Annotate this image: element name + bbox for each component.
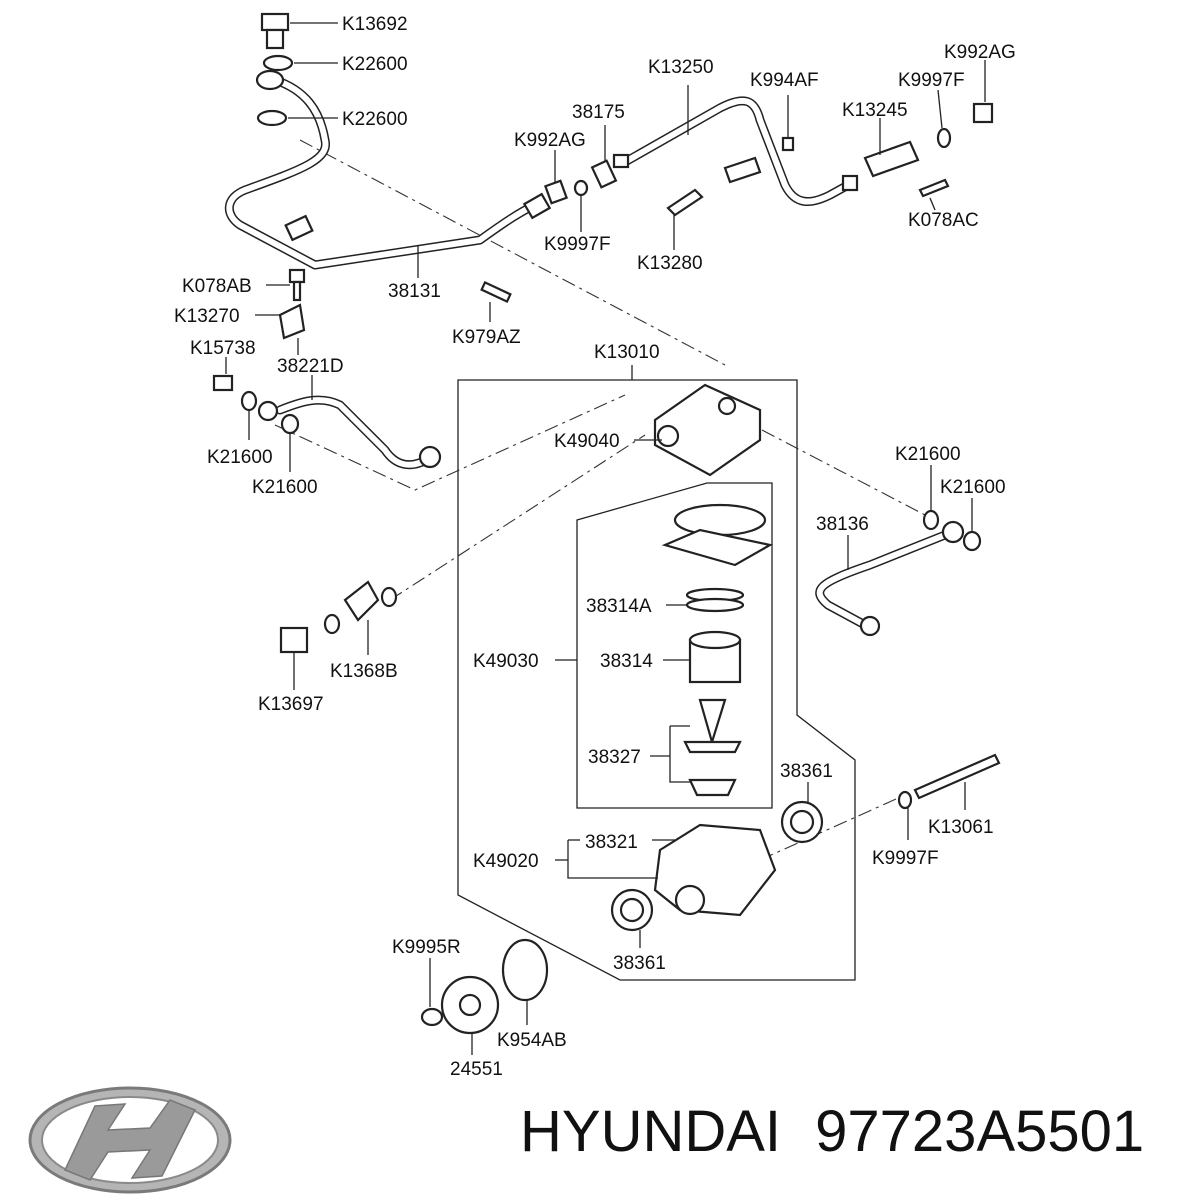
label-k13697: K13697 xyxy=(258,694,324,715)
label-38361-b: 38361 xyxy=(613,953,666,974)
label-k1368b: K1368B xyxy=(330,661,398,682)
label-k9997f-top: K9997F xyxy=(898,70,965,91)
label-38361-r: 38361 xyxy=(780,761,833,782)
label-k13010: K13010 xyxy=(594,342,660,363)
label-k954ab: K954AB xyxy=(497,1030,567,1051)
label-k13061: K13061 xyxy=(928,817,994,838)
compressor-parts xyxy=(610,383,824,932)
pipe-k13250 xyxy=(612,96,859,206)
label-38321: 38321 xyxy=(585,832,638,853)
leader-lines xyxy=(225,22,986,1055)
label-k22600-b: K22600 xyxy=(342,109,408,130)
label-k979az: K979AZ xyxy=(452,327,521,348)
label-k21600-l1: K21600 xyxy=(207,447,273,468)
label-k994af: K994AF xyxy=(750,70,819,91)
label-k22600-a: K22600 xyxy=(342,54,408,75)
hyundai-logo-icon xyxy=(28,1086,232,1194)
label-k992ag-mid: K992AG xyxy=(514,130,586,151)
assembly-outline-k13010 xyxy=(457,365,856,981)
label-38221d: 38221D xyxy=(277,356,344,377)
label-k9995r: K9995R xyxy=(392,937,461,958)
label-k21600-r1: K21600 xyxy=(895,444,961,465)
label-k13245: K13245 xyxy=(842,100,908,121)
assembly-outline-k49030 xyxy=(576,482,773,809)
label-k13692: K13692 xyxy=(342,14,408,35)
label-k21600-r2: K21600 xyxy=(940,477,1006,498)
label-k9997f-bot: K9997F xyxy=(872,848,939,869)
part-number: 97723A5501 xyxy=(815,1099,1145,1164)
label-k49030: K49030 xyxy=(473,651,539,672)
label-38131: 38131 xyxy=(388,281,441,302)
label-k21600-l2: K21600 xyxy=(252,477,318,498)
label-k13250: K13250 xyxy=(648,57,714,78)
label-k992ag-top: K992AG xyxy=(944,42,1016,63)
label-k15738: K15738 xyxy=(190,338,256,359)
reference-lines xyxy=(274,139,926,861)
label-k13270: K13270 xyxy=(174,306,240,327)
label-38327: 38327 xyxy=(588,747,641,768)
part-labels: K13692 K22600 K22600 K13250 K994AF K992A… xyxy=(174,14,1016,1080)
label-38314a: 38314A xyxy=(586,596,652,617)
label-38136: 38136 xyxy=(816,514,869,535)
label-k078ac: K078AC xyxy=(908,210,979,231)
label-38175: 38175 xyxy=(572,102,625,123)
label-k13280: K13280 xyxy=(637,253,703,274)
label-k9997f-mid: K9997F xyxy=(544,234,611,255)
brand-name: HYUNDAI xyxy=(520,1099,782,1164)
label-k49040: K49040 xyxy=(554,431,620,452)
pipe-38136 xyxy=(815,520,965,637)
label-k078ab: K078AB xyxy=(182,276,252,297)
small-parts xyxy=(212,12,1001,1035)
pipe-38131 xyxy=(224,69,552,270)
label-k49020: K49020 xyxy=(473,851,539,872)
pipe-38221d xyxy=(275,395,442,470)
label-38314: 38314 xyxy=(600,651,653,672)
label-24551: 24551 xyxy=(450,1059,503,1080)
part-caption: HYUNDAI 97723A5501 xyxy=(520,1098,1190,1178)
